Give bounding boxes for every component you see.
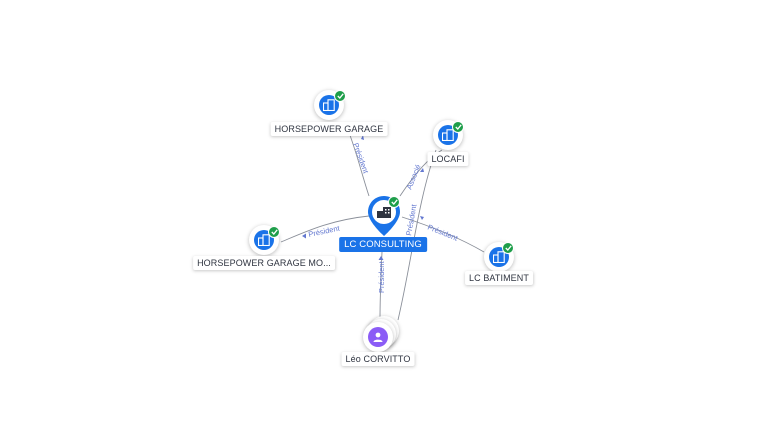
- edge-label-lc-batiment: Président: [426, 223, 460, 244]
- edge-lc-batiment: [401, 216, 485, 253]
- edge-hp-garage-mo: [280, 215, 370, 243]
- edge-locafi-2: [397, 149, 437, 321]
- node-locafi[interactable]: [433, 120, 464, 150]
- person-icon: [373, 332, 383, 342]
- node-lc-batiment[interactable]: [484, 242, 514, 272]
- node-leo-corvitto[interactable]: [362, 316, 402, 356]
- edge-label-locafi-1: Associé: [405, 163, 423, 191]
- edge-label-leo-1: Président: [377, 260, 386, 293]
- arrow-lc-batiment: [420, 216, 424, 220]
- verified-check-icon: [268, 226, 280, 238]
- verified-check-icon: [502, 242, 514, 254]
- verified-check-icon: [452, 121, 464, 133]
- node-label-locafi[interactable]: LOCAFI: [427, 152, 469, 166]
- building-icon: [442, 129, 454, 141]
- node-label-hp-garage[interactable]: HORSEPOWER GARAGE: [270, 122, 388, 136]
- edge-label-hp-garage: Président: [351, 142, 371, 176]
- node-hp-garage[interactable]: [314, 90, 346, 120]
- node-label-hp-garage-mo[interactable]: HORSEPOWER GARAGE MO...: [193, 256, 335, 270]
- arrow-leo-1: [378, 256, 384, 260]
- verified-check-icon: [388, 196, 400, 208]
- building-icon: [493, 251, 505, 263]
- arrow-hp-garage-mo: [302, 233, 306, 239]
- node-label-leo-corvitto[interactable]: Léo CORVITTO: [341, 352, 415, 366]
- edge-label-locafi-2: Président: [404, 203, 419, 237]
- edge-label-hp-garage-mo: Président: [308, 223, 342, 239]
- verified-check-icon: [334, 90, 346, 102]
- arrow-hp-garage: [361, 135, 364, 140]
- arrow-locafi: [420, 168, 424, 172]
- building-icon: [258, 234, 270, 246]
- node-hp-garage-mo[interactable]: [249, 225, 280, 255]
- building-icon: [323, 99, 335, 111]
- node-lc-consulting[interactable]: [366, 194, 402, 238]
- node-label-lc-consulting[interactable]: LC CONSULTING: [339, 237, 427, 252]
- node-label-lc-batiment[interactable]: LC BATIMENT: [465, 271, 533, 285]
